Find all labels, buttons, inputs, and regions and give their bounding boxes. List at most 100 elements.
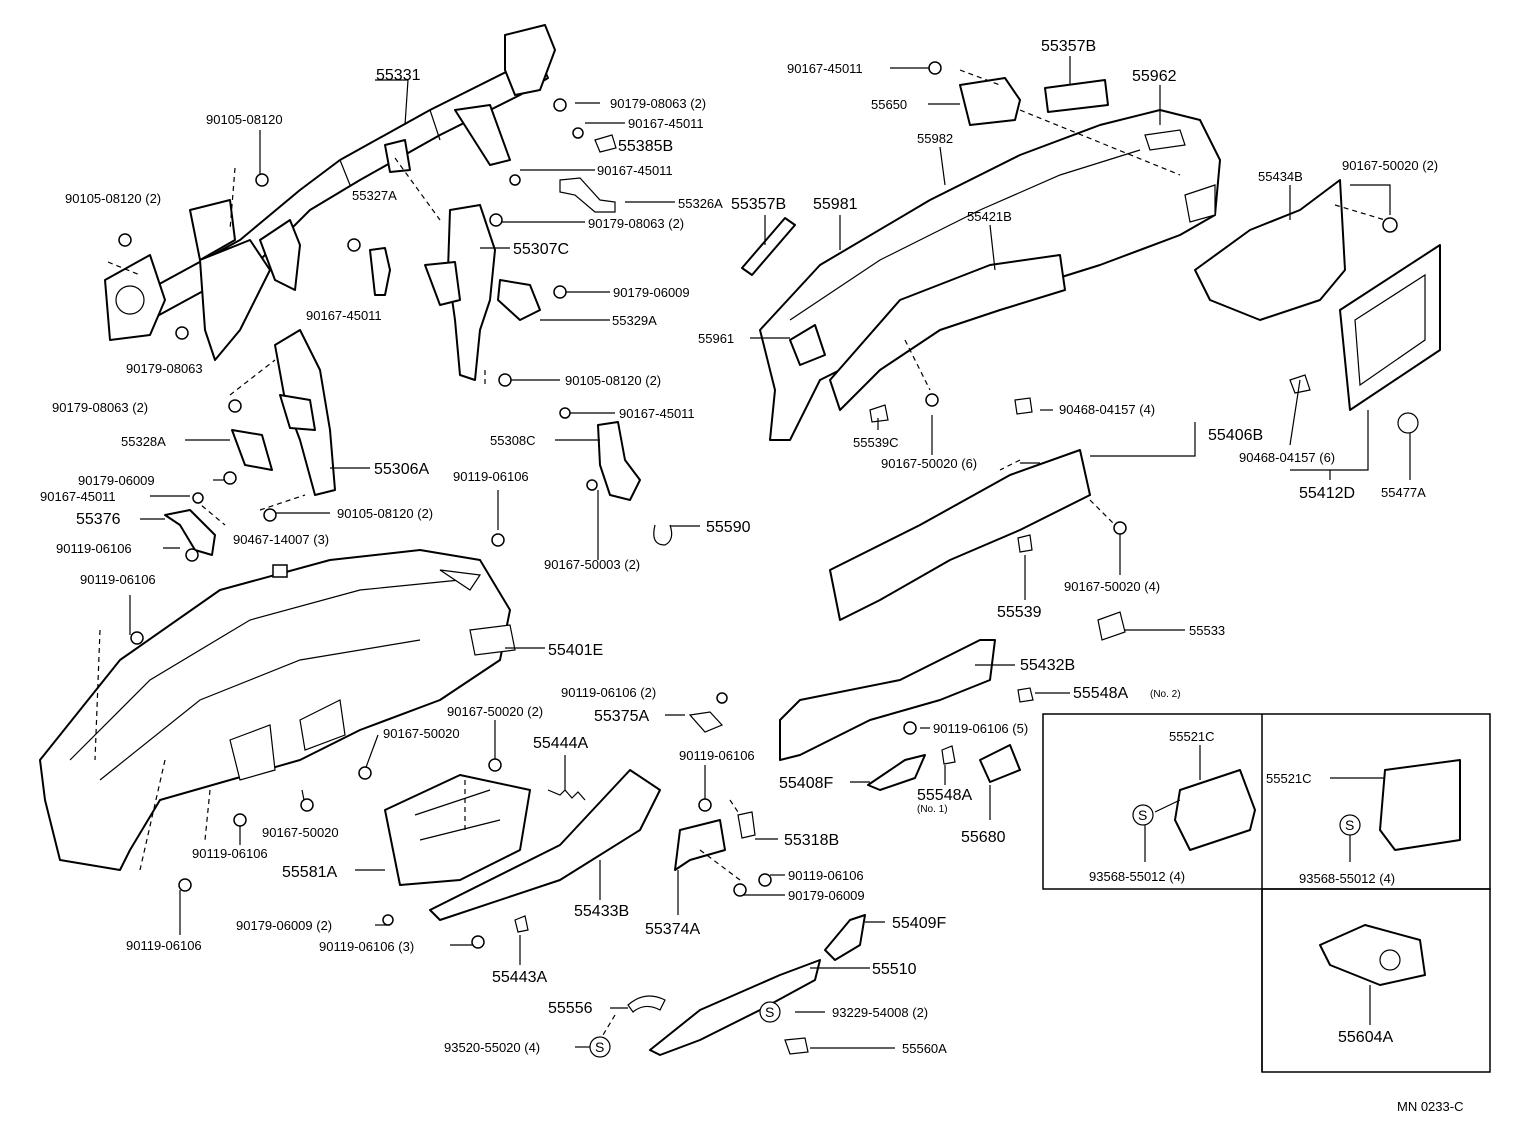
label-90119-06106: 90119-06106 <box>192 846 268 861</box>
label-90468-04157-4: 90468-04157 (4) <box>1059 402 1155 417</box>
label-90468-04157-6: 90468-04157 (6) <box>1239 450 1335 465</box>
part-55477A <box>1397 412 1419 434</box>
nut-icon <box>553 98 567 112</box>
clip-55385B <box>594 134 617 153</box>
label-no2-note: (No. 2) <box>1150 689 1181 700</box>
duct-55421B <box>829 254 1066 411</box>
label-55412D: 55412D <box>1299 485 1355 502</box>
instrument-panel-reinforcement <box>104 24 556 361</box>
svg-text:S: S <box>595 1039 604 1055</box>
label-55409F: 55409F <box>892 915 946 932</box>
assembly-lines <box>94 69 1386 1041</box>
leader-lines <box>129 56 1411 1049</box>
clip-90468-a <box>1289 374 1311 394</box>
screw-icon <box>488 758 502 772</box>
label-90167-50020: 90167-50020 <box>262 825 339 840</box>
svg-text:S: S <box>765 1004 774 1020</box>
label-90167-45011: 90167-45011 <box>619 406 695 421</box>
label-55375A: 55375A <box>594 708 649 725</box>
label-55444A: 55444A <box>533 735 588 752</box>
label-90119-06106: 90119-06106 <box>56 541 132 556</box>
duct-55406B <box>829 449 1091 621</box>
hook-55590 <box>653 524 673 546</box>
label-90119-06106: 90119-06106 <box>788 868 864 883</box>
label-55539: 55539 <box>997 604 1042 621</box>
lower-panel-55433B <box>429 769 661 921</box>
strip-55357B-a <box>1044 79 1109 113</box>
brace-55307C <box>424 204 496 381</box>
box-55521C-a <box>1174 769 1256 851</box>
screw-icon <box>300 798 314 812</box>
label-55434B: 55434B <box>1258 169 1303 184</box>
label-90119-06106: 90119-06106 <box>453 469 529 484</box>
label-55443A: 55443A <box>492 969 547 986</box>
label-55328A: 55328A <box>121 434 166 449</box>
label-55408F: 55408F <box>779 775 833 792</box>
label-55962: 55962 <box>1132 68 1177 85</box>
label-90167-45011: 90167-45011 <box>40 489 116 504</box>
label-90167-45011: 90167-45011 <box>306 308 382 323</box>
nut-icon <box>553 285 567 299</box>
label-55533: 55533 <box>1189 623 1225 638</box>
strip-55357B-b <box>741 217 796 276</box>
label-55982: 55982 <box>917 131 953 146</box>
brace-55306A <box>274 329 336 496</box>
label-55385B: 55385B <box>618 138 673 155</box>
duct-55432B <box>779 639 996 761</box>
label-90119-06106: 90119-06106 <box>679 748 755 763</box>
box-55521C-b <box>1379 759 1461 851</box>
spring-55444A <box>547 789 586 801</box>
screw-icon <box>358 766 372 780</box>
label-55432B: 55432B <box>1020 657 1075 674</box>
label-55560A: 55560A <box>902 1041 947 1056</box>
nut-icon <box>223 471 237 485</box>
label-55327A: 55327A <box>352 188 397 203</box>
label-90179-06009: 90179-06009 <box>613 285 690 300</box>
label-55406B: 55406B <box>1208 427 1263 444</box>
bracket-55376 <box>164 509 216 556</box>
bolt-icon <box>185 548 199 562</box>
label-55650: 55650 <box>871 97 907 112</box>
screw-icon <box>925 393 939 407</box>
bolt-icon <box>118 233 132 247</box>
label-55307C: 55307C <box>513 241 569 258</box>
label-93229-54008-2: 93229-54008 (2) <box>832 1005 928 1020</box>
nut-icon <box>175 326 189 340</box>
label-55357B: 55357B <box>731 196 786 213</box>
label-55376: 55376 <box>76 511 121 528</box>
label-55433B: 55433B <box>574 903 629 920</box>
part-55318B <box>737 811 756 839</box>
plate-55328A <box>231 429 273 471</box>
bolt-icon <box>178 878 192 892</box>
bracket-55326A <box>559 177 616 213</box>
bolt-icon <box>698 798 712 812</box>
label-90179-06009: 90179-06009 <box>78 473 155 488</box>
frame-55412D <box>1339 244 1441 411</box>
label-90167-45011: 90167-45011 <box>597 163 673 178</box>
label-90167-50020-4: 90167-50020 (4) <box>1064 579 1160 594</box>
label-90119-06106-5: 90119-06106 (5) <box>933 721 1028 736</box>
cover-55510 <box>649 959 821 1056</box>
label-90105-08120-2: 90105-08120 (2) <box>65 191 161 206</box>
bolt-icon <box>716 692 728 704</box>
instrument-panel-55401E <box>39 549 516 871</box>
label-55680: 55680 <box>961 829 1006 846</box>
part-55443A <box>514 915 529 933</box>
label-55306A: 55306A <box>374 461 429 478</box>
label-55981: 55981 <box>813 196 858 213</box>
screw-icon <box>509 174 521 186</box>
bolt-icon <box>130 631 144 645</box>
label-55548A-no1: 55548A <box>917 787 972 804</box>
label-55401E: 55401E <box>548 642 603 659</box>
nut-icon <box>733 883 747 897</box>
label-55421B: 55421B <box>967 209 1012 224</box>
label-90179-08063-2: 90179-08063 (2) <box>588 216 684 231</box>
bolt-icon <box>758 873 772 887</box>
s-mark-icon <box>1339 814 1361 836</box>
label-90105-08120-2: 90105-08120 (2) <box>337 506 433 521</box>
label-55329A: 55329A <box>612 313 657 328</box>
label-90167-50020-2: 90167-50020 (2) <box>447 704 543 719</box>
label-55357B: 55357B <box>1041 38 1096 55</box>
label-90119-06106-2: 90119-06106 (2) <box>561 685 656 700</box>
label-55556: 55556 <box>548 1000 593 1017</box>
